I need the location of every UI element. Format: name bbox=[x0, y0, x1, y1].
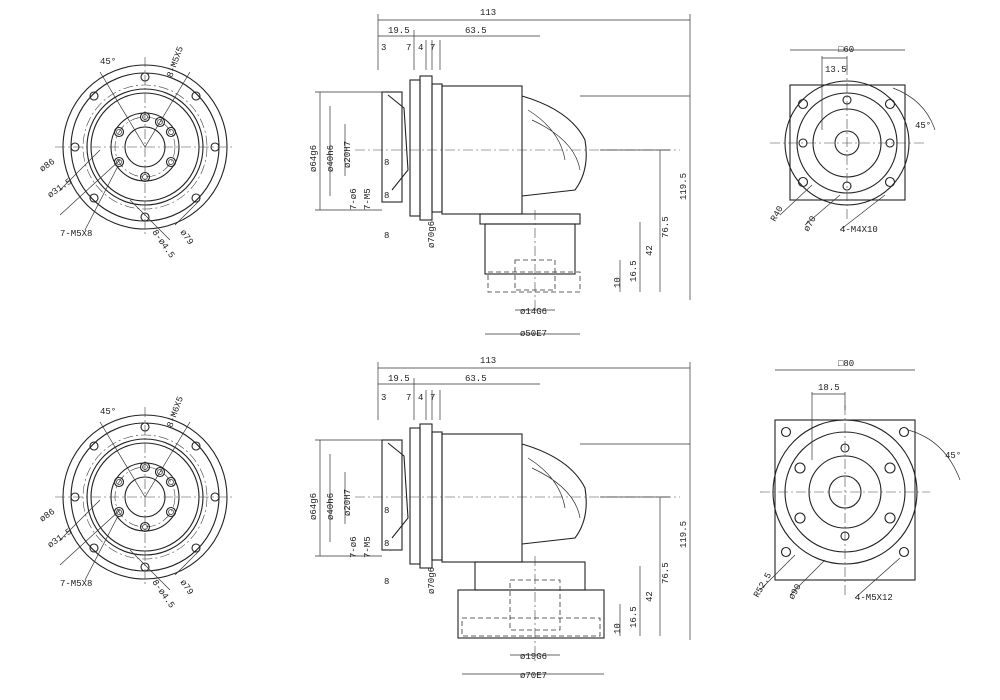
top-side-d8c: 8 bbox=[384, 231, 389, 241]
top-front-dia-31-5: ø31.5 bbox=[46, 177, 74, 201]
top-front-holes: 7-M5X8 bbox=[60, 229, 92, 239]
top-front-angle: 45° bbox=[100, 57, 116, 67]
bottom-flange-holes: 4-M5X12 bbox=[855, 593, 893, 603]
bottom-side-dia-20: ø20H7 bbox=[343, 489, 353, 516]
top-side-view: 113 19.5 63.5 3 7 4 7 ø64g6 ø40h6 ø20H7 … bbox=[309, 8, 691, 339]
top-front-dia-79: ø79 bbox=[178, 228, 195, 247]
bottom-side-h76-5: 76.5 bbox=[661, 562, 671, 584]
bottom-side-h16-5: 16.5 bbox=[629, 606, 639, 628]
top-side-dia-50: ø50E7 bbox=[520, 329, 547, 339]
top-side-dia-40: ø40h6 bbox=[326, 145, 336, 172]
bottom-side-d8c: 8 bbox=[384, 577, 389, 587]
bottom-side-d63-5: 63.5 bbox=[465, 374, 487, 384]
top-flange-holes: 4-M4X10 bbox=[840, 225, 878, 235]
top-side-h42: 42 bbox=[645, 245, 655, 256]
top-side-d7b: 7 bbox=[430, 43, 435, 53]
top-flange-r40: R40 bbox=[769, 204, 786, 223]
bottom-side-dia-70b: ø70E7 bbox=[520, 671, 547, 681]
bottom-side-d8b: 8 bbox=[384, 539, 389, 549]
top-side-dia-70: ø70g6 bbox=[427, 221, 437, 248]
bottom-side-dia-70: ø70g6 bbox=[427, 567, 437, 594]
top-side-dia-6: 7-ø6 bbox=[349, 188, 359, 210]
bottom-side-h10: 10 bbox=[613, 623, 623, 634]
top-side-h16-5: 16.5 bbox=[629, 260, 639, 282]
bottom-flange-r52-5: R52.5 bbox=[752, 571, 774, 599]
top-side-dia-64: ø64g6 bbox=[309, 145, 319, 172]
top-side-dia-20: ø20H7 bbox=[343, 141, 353, 168]
bottom-side-d7b: 7 bbox=[430, 393, 435, 403]
bottom-side-d4: 4 bbox=[418, 393, 423, 403]
top-side-d63-5: 63.5 bbox=[465, 26, 487, 36]
top-flange-angle: 45° bbox=[915, 121, 931, 131]
top-side-h119-5: 119.5 bbox=[679, 173, 689, 200]
top-side-m5: 7-M5 bbox=[363, 188, 373, 210]
top-side-d8: 8 bbox=[384, 158, 389, 168]
bottom-side-h42: 42 bbox=[645, 591, 655, 602]
bottom-front-holes: 7-M5X8 bbox=[60, 579, 92, 589]
bottom-side-d19-5: 19.5 bbox=[388, 374, 410, 384]
bottom-flange-d18-5: 18.5 bbox=[818, 383, 840, 393]
top-front-dia-86: ø86 bbox=[38, 157, 57, 174]
bottom-side-dia-64: ø64g6 bbox=[309, 493, 319, 520]
bottom-flange-square: □80 bbox=[838, 359, 854, 369]
bottom-side-m5: 7-M5 bbox=[363, 536, 373, 558]
bottom-side-dia-19: ø19G6 bbox=[520, 652, 547, 662]
bottom-side-dia-6: 7-ø6 bbox=[349, 536, 359, 558]
top-flange-view: □60 13.5 45° R40 ø70 4-M4X10 bbox=[769, 45, 936, 235]
bottom-flange-view: □80 18.5 45° R52.5 ø90 4-M5X12 bbox=[752, 359, 961, 603]
bottom-front-dia-31-5: ø31.5 bbox=[46, 527, 74, 551]
top-side-d8b: 8 bbox=[384, 191, 389, 201]
top-side-dia-14: ø14G6 bbox=[520, 307, 547, 317]
bottom-front-angle: 45° bbox=[100, 407, 116, 417]
bottom-front-dia-86: ø86 bbox=[38, 507, 57, 524]
bottom-side-view: 113 19.5 63.5 3 7 4 7 ø64g6 ø40h6 ø20H7 … bbox=[309, 356, 691, 681]
bottom-flange-dia-90: ø90 bbox=[787, 582, 804, 601]
top-side-d7: 7 bbox=[406, 43, 411, 53]
bottom-side-h119-5: 119.5 bbox=[679, 521, 689, 548]
top-side-d4: 4 bbox=[418, 43, 423, 53]
top-side-overall: 113 bbox=[480, 8, 496, 18]
top-flange-d13-5: 13.5 bbox=[825, 65, 847, 75]
top-side-h10: 10 bbox=[613, 277, 623, 288]
bottom-side-dia-40: ø40h6 bbox=[326, 493, 336, 520]
bottom-flange-angle: 45° bbox=[945, 451, 961, 461]
top-flange-square: □60 bbox=[838, 45, 854, 55]
top-side-d3: 3 bbox=[381, 43, 386, 53]
bottom-front-dia-79: ø79 bbox=[178, 578, 195, 597]
bottom-side-overall: 113 bbox=[480, 356, 496, 366]
top-front-view: 45° 8-M5X5 ø86 ø31.5 7-M5X8 8-ø4.5 ø79 bbox=[38, 45, 235, 260]
bottom-front-view: 45° 8-M6X5 ø86 ø31.5 7-M5X8 8-ø4.5 ø79 bbox=[38, 395, 235, 610]
bottom-side-d8: 8 bbox=[384, 506, 389, 516]
top-side-h76-5: 76.5 bbox=[661, 216, 671, 238]
bottom-side-d3: 3 bbox=[381, 393, 386, 403]
bottom-side-d7: 7 bbox=[406, 393, 411, 403]
top-flange-dia-70: ø70 bbox=[802, 214, 819, 233]
top-side-d19-5: 19.5 bbox=[388, 26, 410, 36]
